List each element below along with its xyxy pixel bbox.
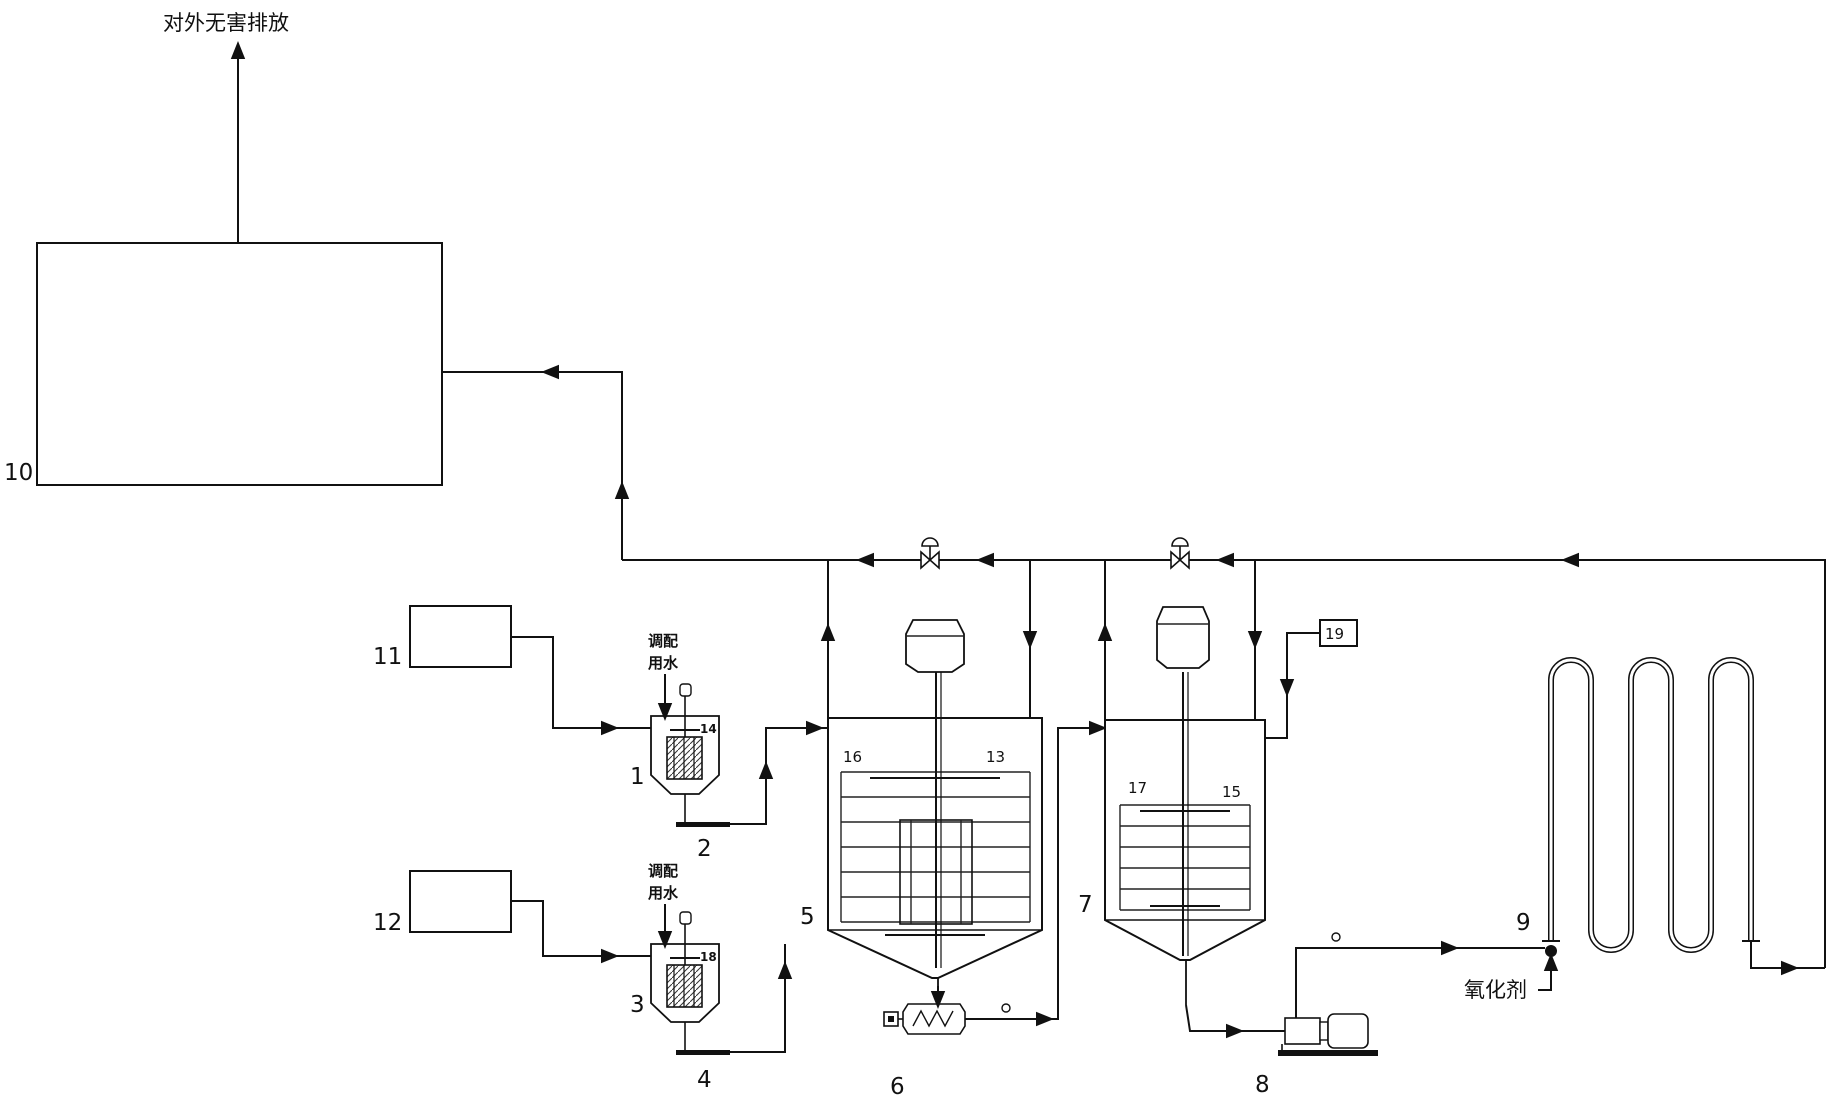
- pump-8: [1278, 1013, 1378, 1056]
- mix-water-b-line1: 调配: [648, 862, 678, 880]
- label-18: 18: [700, 950, 717, 964]
- unit-10-box: [36, 242, 443, 486]
- mix-tank-1: [650, 683, 720, 822]
- mix-water-b-line2: 用水: [648, 884, 679, 902]
- label-2: 2: [697, 836, 712, 862]
- label-1: 1: [630, 764, 645, 790]
- label-15: 15: [1222, 783, 1241, 801]
- mix-water-a-line2: 用水: [648, 654, 679, 672]
- label-outlet: 对外无害排放: [163, 11, 289, 35]
- reactor-5: [827, 619, 1043, 1006]
- pump-4: [676, 1050, 730, 1055]
- label-13: 13: [986, 748, 1005, 766]
- label-14: 14: [700, 722, 717, 736]
- reactor-7: [1104, 606, 1266, 1005]
- valve-right: [1170, 537, 1190, 570]
- label-3: 3: [630, 992, 645, 1018]
- return-pipe-to-10: [442, 371, 623, 560]
- label-7: 7: [1078, 892, 1093, 918]
- coil-reactor-9: [1542, 657, 1760, 957]
- filter-unit-6: [883, 1003, 966, 1035]
- unit-12-box: [409, 870, 512, 933]
- label-6: 6: [890, 1074, 905, 1100]
- label-8: 8: [1255, 1072, 1270, 1098]
- header-pipe: [622, 559, 1826, 968]
- label-16: 16: [843, 748, 862, 766]
- label-oxidant: 氧化剂: [1464, 978, 1527, 1002]
- label-10: 10: [4, 460, 33, 486]
- label-9: 9: [1516, 910, 1531, 936]
- label-17: 17: [1128, 779, 1147, 797]
- pump-2: [676, 822, 730, 827]
- valve-left: [920, 537, 940, 570]
- label-19: 19: [1325, 625, 1344, 643]
- label-12: 12: [373, 910, 402, 936]
- label-11: 11: [373, 644, 402, 670]
- unit-11-box: [409, 605, 512, 668]
- label-5: 5: [800, 904, 815, 930]
- label-4: 4: [697, 1067, 712, 1093]
- mix-tank-3: [650, 911, 720, 1050]
- mix-water-a-line1: 调配: [648, 632, 678, 650]
